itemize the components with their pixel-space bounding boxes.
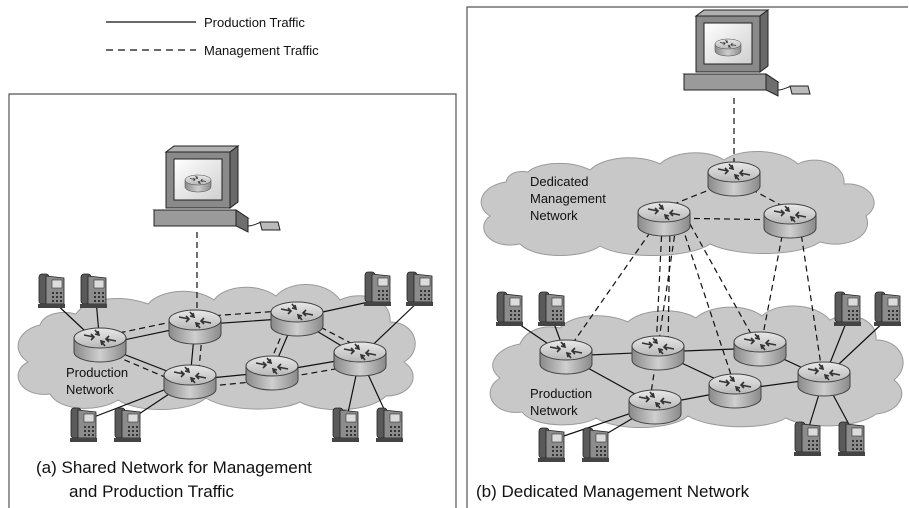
production-network-label: Network: [530, 403, 578, 418]
router-icon: [797, 361, 851, 397]
ip-phone-icon: [113, 407, 142, 443]
panel-b-frame: [466, 6, 908, 508]
ip-phone-icon: [363, 271, 392, 307]
router-icon: [168, 309, 222, 345]
router-icon: [333, 341, 387, 377]
dedicated-management-label: Dedicated: [530, 174, 589, 189]
panel-b: Dedicated Management Network Production …: [466, 6, 908, 508]
router-icon: [708, 373, 762, 409]
ip-phone-icon: [837, 421, 866, 457]
dedicated-management-label: Network: [530, 208, 578, 223]
router-icon: [163, 364, 217, 400]
router-icon: [539, 339, 593, 375]
ip-phone-icon: [375, 407, 404, 443]
panel-a: Production Network (a) Shared Network fo…: [8, 93, 457, 508]
caption-a: and Production Traffic: [69, 482, 235, 501]
ip-phone-icon: [405, 271, 434, 307]
management-station-icon: [684, 10, 810, 96]
router-icon: [628, 389, 682, 425]
ip-phone-icon: [793, 421, 822, 457]
production-network-label: Production: [66, 365, 128, 380]
router-icon: [763, 203, 817, 239]
ip-phone-icon: [581, 427, 610, 463]
router-icon: [631, 335, 685, 371]
router-icon: [637, 201, 691, 237]
ip-phone-icon: [79, 273, 108, 309]
legend: Production Traffic Management Traffic: [106, 15, 319, 58]
legend-production-label: Production Traffic: [204, 15, 305, 30]
ip-phone-icon: [331, 407, 360, 443]
production-network-label: Production: [530, 386, 592, 401]
ip-phone-icon: [37, 273, 66, 309]
legend-management-label: Management Traffic: [204, 43, 319, 58]
production-cloud-b: [489, 305, 904, 429]
router-icon: [73, 327, 127, 363]
caption-a: (a) Shared Network for Management: [36, 458, 312, 477]
production-network-label: Network: [66, 382, 114, 397]
management-station-icon: [154, 146, 280, 232]
router-icon: [707, 161, 761, 197]
panel-a-frame: [8, 93, 457, 508]
router-icon: [733, 331, 787, 367]
ip-phone-icon: [537, 291, 566, 327]
router-icon: [270, 301, 324, 337]
caption-b: (b) Dedicated Management Network: [476, 482, 750, 501]
ip-phone-icon: [69, 407, 98, 443]
ip-phone-icon: [833, 291, 862, 327]
dedicated-management-label: Management: [530, 191, 606, 206]
ip-phone-icon: [873, 291, 902, 327]
router-icon: [245, 355, 299, 391]
ip-phone-icon: [537, 427, 566, 463]
ip-phone-icon: [495, 291, 524, 327]
